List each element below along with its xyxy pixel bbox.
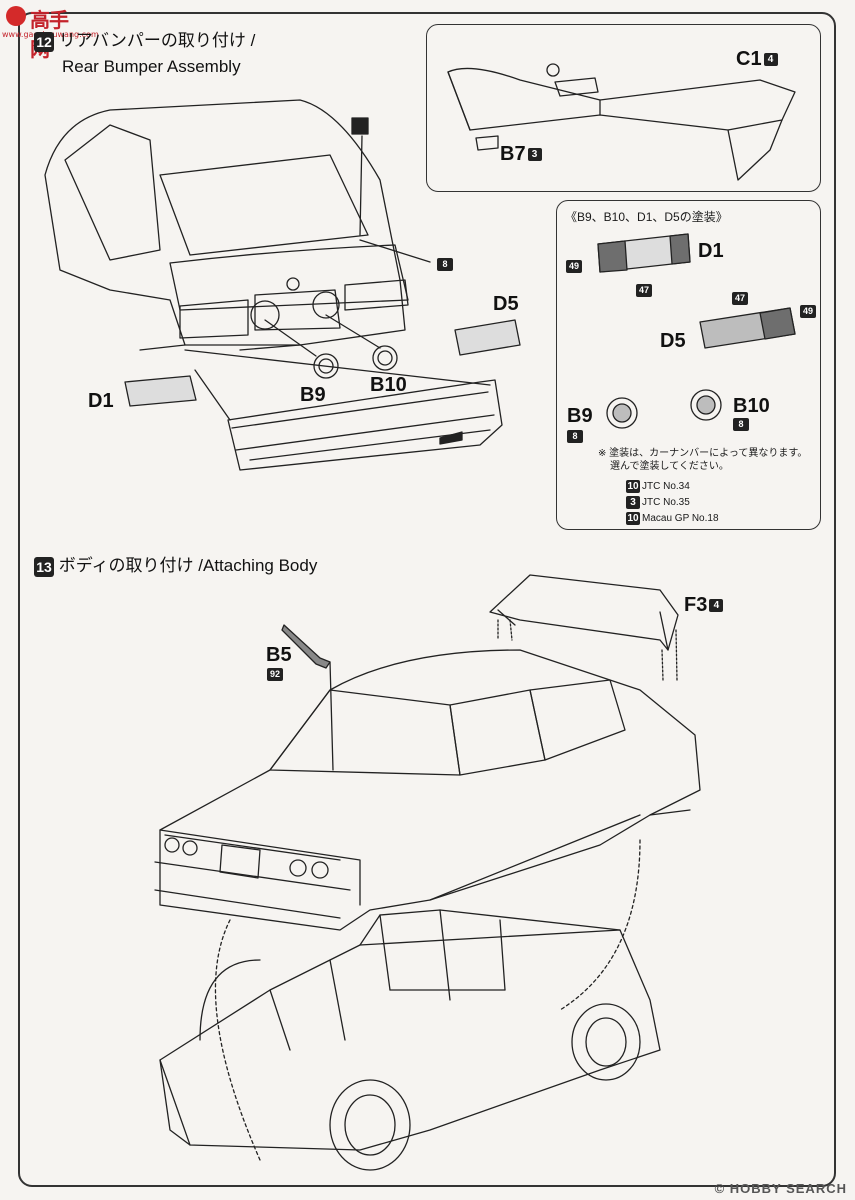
step12-number: 12 — [34, 31, 54, 52]
step13-heading: 13 ボディの取り付け /Attaching Body — [34, 551, 317, 577]
paint-code-d1-47: 47 — [636, 284, 652, 297]
d1-part-drawing — [124, 375, 197, 407]
color-code-b7: 3 — [527, 148, 542, 162]
part-label-b5: B5 — [266, 644, 292, 666]
paint-code-b10: 8 — [733, 418, 749, 431]
paint-code-d5-47: 47 — [732, 292, 748, 305]
step12-heading: 12 リアバンパーの取り付け / — [34, 26, 255, 52]
paint-rings-drawing — [606, 389, 722, 429]
hobby-search-credit: © HOBBY SEARCH — [714, 1181, 847, 1196]
b5-guide-line — [329, 661, 334, 771]
rear-body-drawing — [44, 99, 431, 351]
step13-chassis-drawing — [159, 839, 661, 1171]
f3-wing-drawing — [489, 574, 679, 681]
instruction-page-frame — [18, 12, 836, 1187]
watermark-emblem-icon — [6, 6, 26, 26]
paint-note-line2: 選んで塗装してください。 — [610, 461, 729, 472]
paint-label-d5: D5 — [660, 330, 686, 352]
color-code-c1: 4 — [763, 53, 778, 67]
paint-d5-drawing — [699, 307, 796, 349]
wing-detail-panel — [426, 24, 821, 192]
color-code-8-taillight: 8 — [437, 258, 453, 271]
rear-bumper-drawing — [184, 349, 503, 471]
paint-code-b9: 8 — [567, 430, 583, 443]
step13-body-drawing — [154, 649, 701, 931]
b5-part-drawing — [281, 624, 331, 669]
paint-note-line1: ※ 塗装は、カーナンバーによって異なります。 — [598, 448, 808, 459]
color-code-b5: 92 — [267, 668, 283, 681]
c1-wing-drawing — [447, 63, 796, 181]
part-label-b10: B10 — [370, 374, 407, 396]
d5-part-drawing — [454, 319, 521, 356]
paint-d1-drawing — [597, 233, 691, 273]
paint-label-b9: B9 — [567, 405, 593, 427]
paint-guide-title: 《B9、B10、D1、D5の塗装》 — [565, 210, 728, 224]
paint-code-d1-49: 49 — [566, 260, 582, 273]
part-label-b9: B9 — [300, 384, 326, 406]
paint-guide-panel — [556, 200, 821, 530]
part-label-d1: D1 — [88, 390, 114, 412]
paint-label-d1: D1 — [698, 240, 724, 262]
color-code-f3: 4 — [709, 599, 724, 613]
b9-b10-rings — [264, 314, 398, 379]
step13-number: 13 — [34, 556, 54, 577]
step12-title-jp: リアバンパーの取り付け / — [58, 31, 256, 50]
paint-code-d5-49: 49 — [800, 305, 816, 318]
step12-title-en: Rear Bumper Assembly — [62, 57, 241, 76]
step13-title: ボディの取り付け /Attaching Body — [58, 556, 318, 575]
paint-label-b10: B10 — [733, 395, 770, 417]
part-label-d5: D5 — [493, 293, 519, 315]
